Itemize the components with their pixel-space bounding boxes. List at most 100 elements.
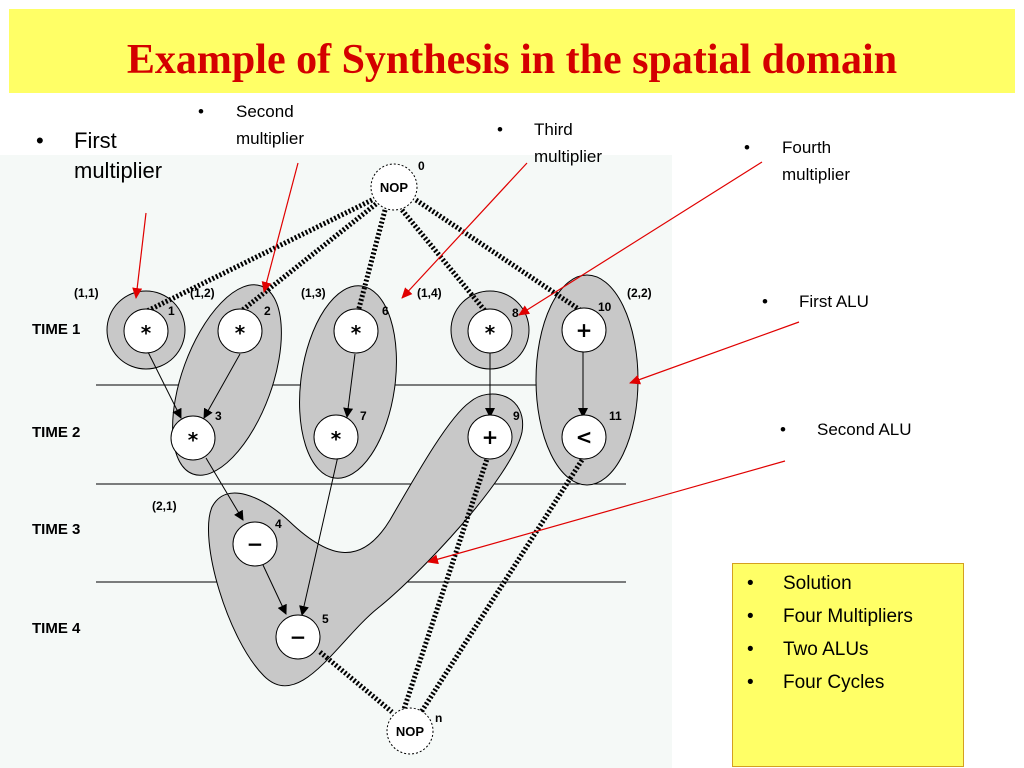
node-3 bbox=[170, 415, 216, 461]
node-1 bbox=[123, 308, 169, 354]
arrow-third-multiplier bbox=[401, 162, 528, 299]
slide-title: Example of Synthesis in the spatial doma… bbox=[126, 37, 898, 83]
solution-text: Solution bbox=[783, 573, 852, 594]
edge-1-3 bbox=[147, 351, 182, 419]
annotation-second-multiplier: • Second multiplier bbox=[198, 102, 348, 152]
group-second-alu bbox=[208, 393, 524, 687]
annotation-line: Third bbox=[534, 120, 573, 139]
annotation-line: First ALU bbox=[799, 292, 869, 311]
node-id-10: 10 bbox=[598, 300, 612, 314]
arrow-first-multiplier bbox=[132, 212, 147, 299]
nop-edge-5 bbox=[318, 650, 394, 714]
bullet: • bbox=[747, 606, 754, 627]
bullet: • bbox=[780, 420, 786, 439]
node-id-4: 4 bbox=[275, 517, 282, 531]
time-label-1: TIME 1 bbox=[32, 321, 80, 338]
node-4 bbox=[232, 521, 278, 567]
node-id-8: 8 bbox=[512, 306, 519, 320]
annotation-line: multiplier bbox=[782, 165, 851, 184]
annotation-line: multiplier bbox=[74, 158, 163, 183]
node-op-11: < bbox=[576, 425, 593, 449]
node-op-8: * bbox=[485, 321, 496, 345]
node-5 bbox=[275, 614, 321, 660]
edge-6-7 bbox=[343, 353, 356, 418]
edge-4-5 bbox=[262, 564, 287, 615]
node-op-0: NOP bbox=[380, 180, 409, 195]
nop-edge-6 bbox=[355, 209, 388, 313]
annotation-line: Fourth bbox=[782, 138, 832, 157]
bullet: • bbox=[36, 128, 44, 153]
nop-edge-10 bbox=[414, 197, 585, 315]
annotation-fourth-multiplier: • Fourth multiplier bbox=[744, 138, 894, 188]
node-id-11: 11 bbox=[609, 409, 622, 423]
time-label-3: TIME 3 bbox=[32, 521, 80, 538]
node-2 bbox=[217, 308, 263, 354]
node-op-1: * bbox=[141, 321, 152, 345]
node-op-4: − bbox=[247, 532, 264, 556]
node-id-1: 1 bbox=[168, 304, 175, 318]
node-id-2: 2 bbox=[264, 304, 271, 318]
annotation-line: First bbox=[74, 128, 117, 153]
binding-label: (1,3) bbox=[301, 286, 326, 300]
node-op-10: + bbox=[576, 318, 593, 342]
node-id-7: 7 bbox=[360, 409, 367, 423]
node-11 bbox=[561, 414, 607, 460]
annotation-first-multiplier: • First multiplier bbox=[36, 128, 196, 188]
node-op-6: * bbox=[351, 321, 362, 345]
node-9 bbox=[467, 414, 513, 460]
annotation-line: Second bbox=[236, 102, 294, 121]
solution-text: Two ALUs bbox=[783, 639, 869, 660]
solution-box: • Solution • Four Multipliers • Two ALUs… bbox=[732, 563, 964, 767]
node-op-9: + bbox=[482, 425, 499, 449]
nop-edge-8 bbox=[400, 208, 488, 314]
edge-2-3 bbox=[203, 353, 241, 419]
node-id-9: 9 bbox=[513, 409, 520, 423]
annotation-third-multiplier: • Third multiplier bbox=[497, 120, 647, 170]
node-id-0: 0 bbox=[418, 159, 425, 173]
node-id-n: n bbox=[435, 711, 442, 725]
bullet: • bbox=[198, 102, 204, 121]
nop-node-sink bbox=[386, 707, 434, 755]
arrow-first-alu bbox=[629, 321, 800, 385]
nop-edge-9 bbox=[400, 455, 491, 713]
arrow-second-alu bbox=[427, 460, 786, 565]
binding-label: (1,1) bbox=[74, 286, 99, 300]
title-band: Example of Synthesis in the spatial doma… bbox=[9, 9, 1015, 93]
bullet: • bbox=[747, 672, 754, 693]
bullet: • bbox=[744, 138, 750, 157]
binding-label: (2,2) bbox=[627, 286, 652, 300]
binding-label: (1,2) bbox=[190, 286, 215, 300]
annotation-first-alu: • First ALU bbox=[762, 292, 912, 316]
node-6 bbox=[333, 308, 379, 354]
time-label-2: TIME 2 bbox=[32, 424, 80, 441]
binding-label: (2,1) bbox=[152, 499, 177, 513]
bullet: • bbox=[747, 573, 754, 594]
edge-3-4 bbox=[205, 457, 244, 521]
edge-7-5 bbox=[299, 455, 339, 616]
solution-text: Four Multipliers bbox=[783, 606, 913, 627]
arrow-second-multiplier bbox=[261, 162, 299, 293]
bullet: • bbox=[762, 292, 768, 311]
node-10 bbox=[561, 307, 607, 353]
node-op-7: * bbox=[331, 427, 342, 451]
annotation-line: multiplier bbox=[534, 147, 603, 166]
node-id-3: 3 bbox=[215, 409, 222, 423]
binding-label: (1,4) bbox=[417, 286, 442, 300]
node-id-5: 5 bbox=[322, 612, 329, 626]
nop-node-source bbox=[370, 163, 418, 211]
annotation-line: Second ALU bbox=[817, 420, 912, 439]
node-op-5: − bbox=[290, 625, 307, 649]
node-op-n: NOP bbox=[396, 724, 425, 739]
bullet: • bbox=[497, 120, 503, 139]
node-op-3: * bbox=[188, 428, 199, 452]
time-label-4: TIME 4 bbox=[32, 620, 81, 637]
node-op-2: * bbox=[235, 321, 246, 345]
solution-text: Four Cycles bbox=[783, 672, 885, 693]
node-7 bbox=[313, 414, 359, 460]
node-8 bbox=[467, 308, 513, 354]
nop-edge-2 bbox=[238, 202, 378, 314]
bullet: • bbox=[747, 639, 754, 660]
annotation-second-alu: • Second ALU bbox=[780, 420, 950, 444]
node-id-6: 6 bbox=[382, 304, 389, 318]
